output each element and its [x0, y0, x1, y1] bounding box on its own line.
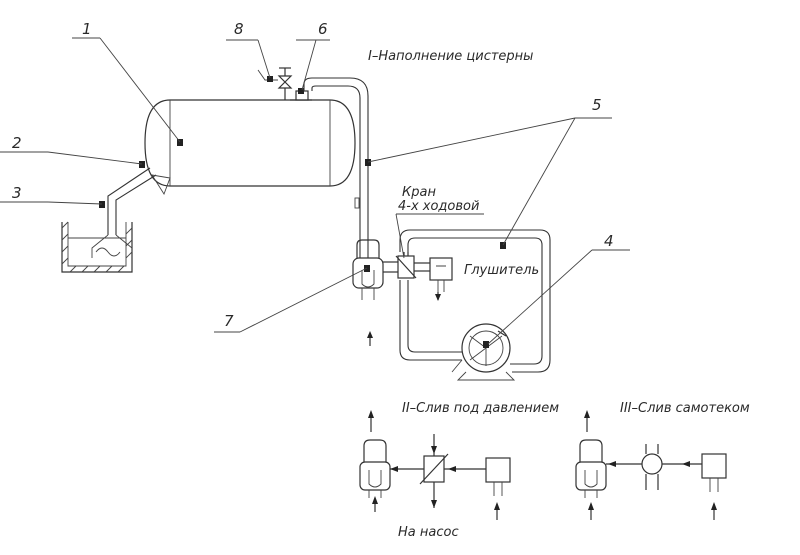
tank — [144, 99, 356, 187]
top-fittings — [257, 67, 312, 101]
caption-mode-2: II–Слив под давлением — [402, 401, 559, 416]
caption-valve-line2: 4-х ходовой — [398, 199, 479, 214]
caption-mode-1: I–Наполнение цистерны — [368, 49, 533, 64]
label-1: 1 — [82, 20, 92, 38]
caption-valve-line1: Кран — [402, 185, 436, 200]
tank-marker — [177, 139, 183, 146]
caption-mode-3: III–Слив самотеком — [620, 401, 750, 416]
label-5: 5 — [592, 96, 602, 114]
label-7: 7 — [224, 312, 234, 330]
muffler — [429, 257, 453, 301]
caption-muffler: Глушитель — [464, 263, 539, 278]
leader-lines — [0, 37, 630, 345]
label-8: 8 — [234, 20, 244, 38]
label-2: 2 — [12, 134, 22, 152]
pipe-marker-5b — [500, 242, 506, 249]
caption-to-pump: На насос — [398, 525, 459, 540]
fitting-2 — [139, 161, 145, 168]
label-4: 4 — [604, 232, 614, 250]
separator-7 — [352, 239, 398, 346]
fitting-3 — [99, 201, 105, 208]
mode-3-schematic — [575, 410, 727, 520]
valve-8 — [277, 75, 293, 89]
pipe-marker-5a — [365, 159, 371, 166]
pump-loop — [399, 229, 551, 381]
suction-line — [61, 161, 171, 273]
four-way-valve — [395, 252, 430, 279]
label-6: 6 — [318, 20, 328, 38]
label-3: 3 — [12, 184, 22, 202]
filling-pipe — [303, 77, 371, 258]
mode-2-schematic — [359, 410, 511, 520]
